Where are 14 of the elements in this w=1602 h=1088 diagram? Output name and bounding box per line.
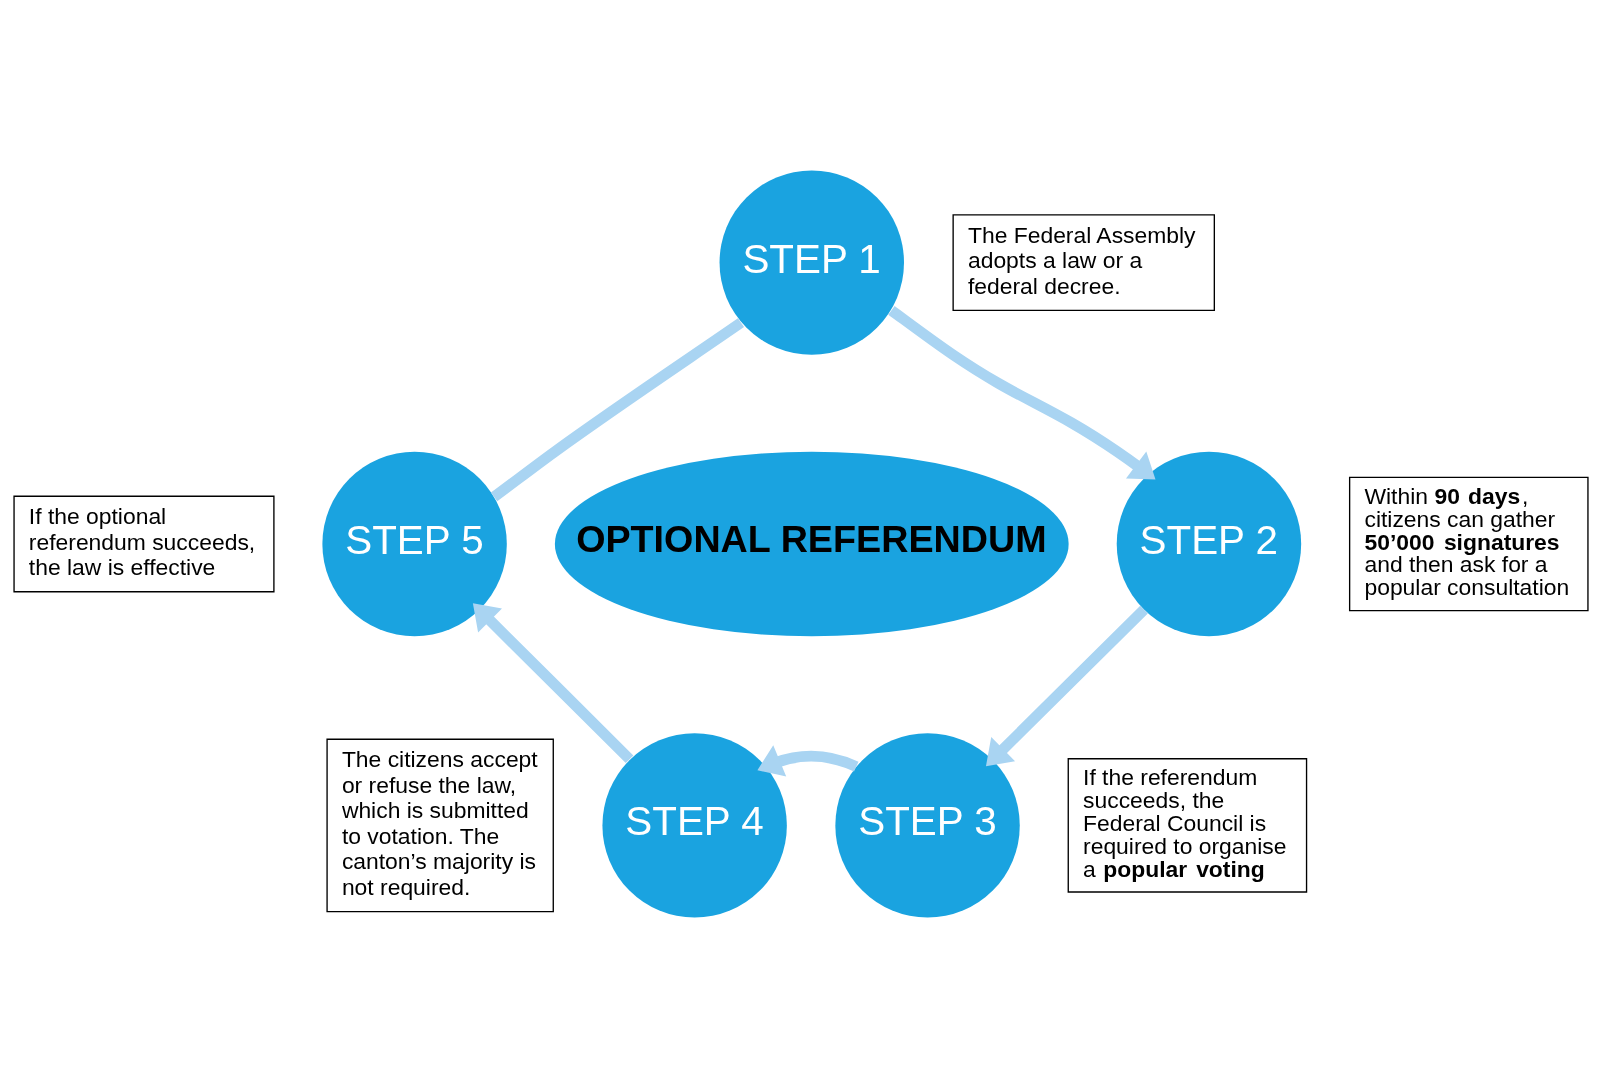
connector — [490, 318, 745, 502]
node-box: If the optional referendum succeeds, the law is effective — [13, 495, 275, 593]
arrow — [985, 605, 1148, 767]
arrow — [472, 603, 634, 764]
node-circle: STEP 1 — [719, 170, 904, 355]
arrow — [757, 745, 859, 777]
node-box: If the referendum succeeds, the Federal Council is required to organise a popular voting — [1067, 758, 1308, 893]
arrow — [888, 305, 1156, 480]
node-box: Within 90 days, citizens can gather 50’000 signatures and then ask for a popular consultation — [1348, 476, 1589, 612]
node-circle: STEP 5 — [322, 451, 507, 637]
node-ellipse: OPTIONAL REFERENDUM — [554, 451, 1069, 637]
node-box: The Federal Assembly adopts a law or a federal decree. — [952, 214, 1215, 312]
node-circle: STEP 3 — [835, 733, 1020, 918]
node-box: The citizens accept or refuse the law, which is submitted to votation. The canton’s majority is not required. — [326, 738, 554, 913]
